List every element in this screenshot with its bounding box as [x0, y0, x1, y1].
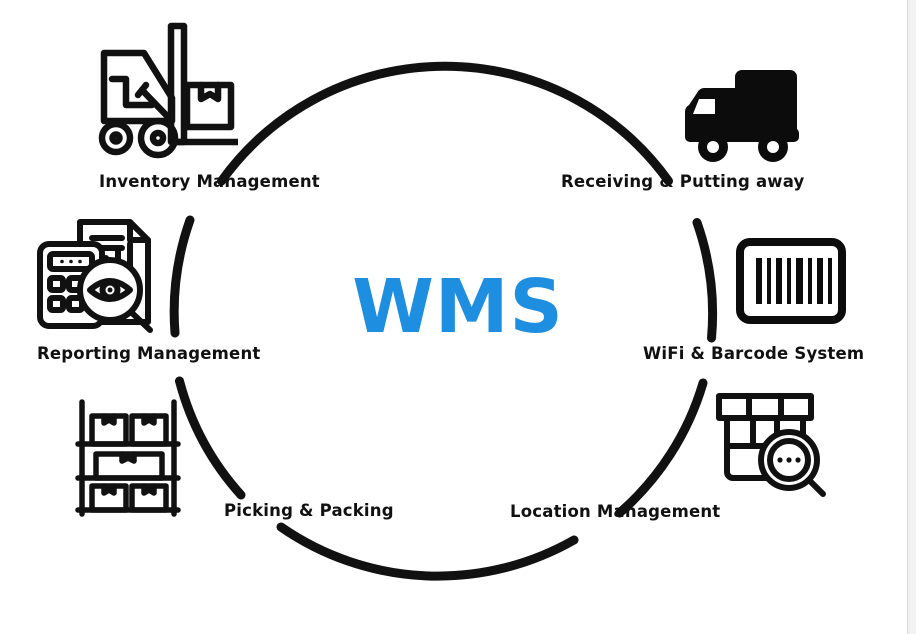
forklift-icon	[86, 22, 238, 170]
node-label-wifi: WiFi & Barcode System	[643, 344, 865, 363]
node-label-location: Location Management	[510, 502, 721, 521]
delivery-truck-icon	[683, 66, 802, 166]
ring-arc-lower-right	[615, 378, 708, 518]
center-title: WMS	[352, 264, 564, 350]
barcode-icon	[736, 238, 846, 324]
ring-arc-upper-left	[169, 215, 195, 338]
ring-arc-upper-right	[692, 218, 718, 343]
calculator-report-magnifier-icon	[32, 214, 164, 334]
ring-arc-lower-left	[175, 376, 246, 500]
node-label-picking: Picking & Packing	[224, 501, 394, 520]
node-label-receiving: Receiving & Putting away	[561, 172, 805, 191]
ring-arc-top	[217, 61, 673, 186]
ring-arc-bottom	[276, 522, 579, 581]
box-magnifier-icon	[713, 386, 831, 498]
warehouse-rack-boxes-icon	[70, 396, 186, 518]
page-edge	[907, 0, 916, 634]
node-label-reporting: Reporting Management	[37, 344, 261, 363]
node-label-inventory: Inventory Management	[99, 172, 320, 191]
